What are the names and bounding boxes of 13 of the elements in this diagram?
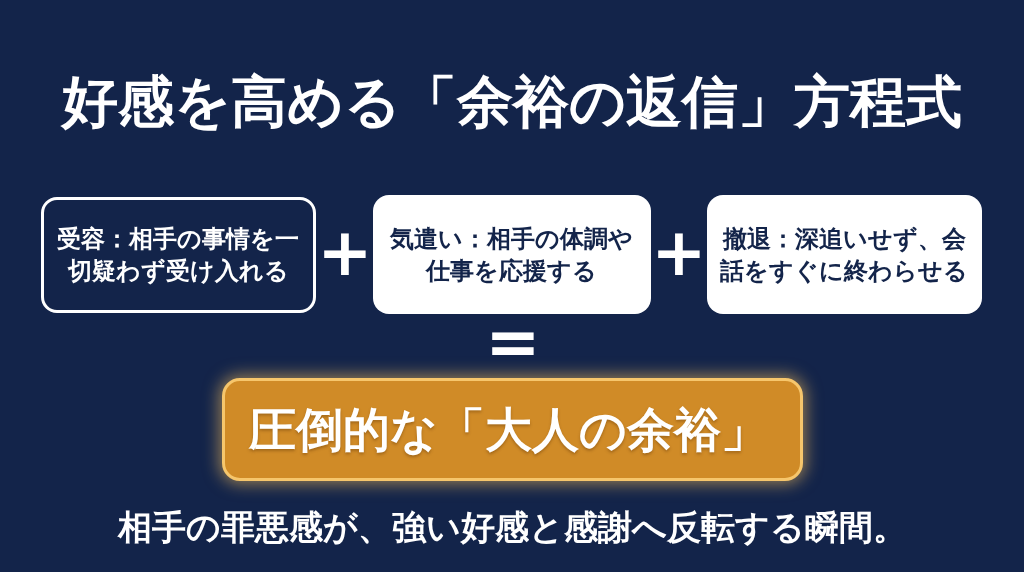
caption: 相手の罪悪感が、強い好感と感謝へ反転する瞬間。 <box>116 506 908 549</box>
result-text: 圧倒的な「大人の余裕」 <box>249 400 768 459</box>
equals-sign: = <box>484 310 542 376</box>
term-text: 気遣い：相手の体調や仕事を応援する <box>389 223 635 287</box>
plus-sign: + <box>316 220 374 286</box>
term-box <box>41 197 316 313</box>
result-box <box>222 378 803 481</box>
term-box <box>373 195 651 314</box>
plus-sign: + <box>650 220 708 286</box>
term-text: 撤退：深追いせず、会話をすぐに終わらせる <box>719 223 970 287</box>
term-text: 受容：相手の事情を一切疑わず受け入れる <box>56 224 301 287</box>
term-box <box>707 195 982 314</box>
title: 好感を高める「余裕の返信」方程式 <box>60 68 963 136</box>
